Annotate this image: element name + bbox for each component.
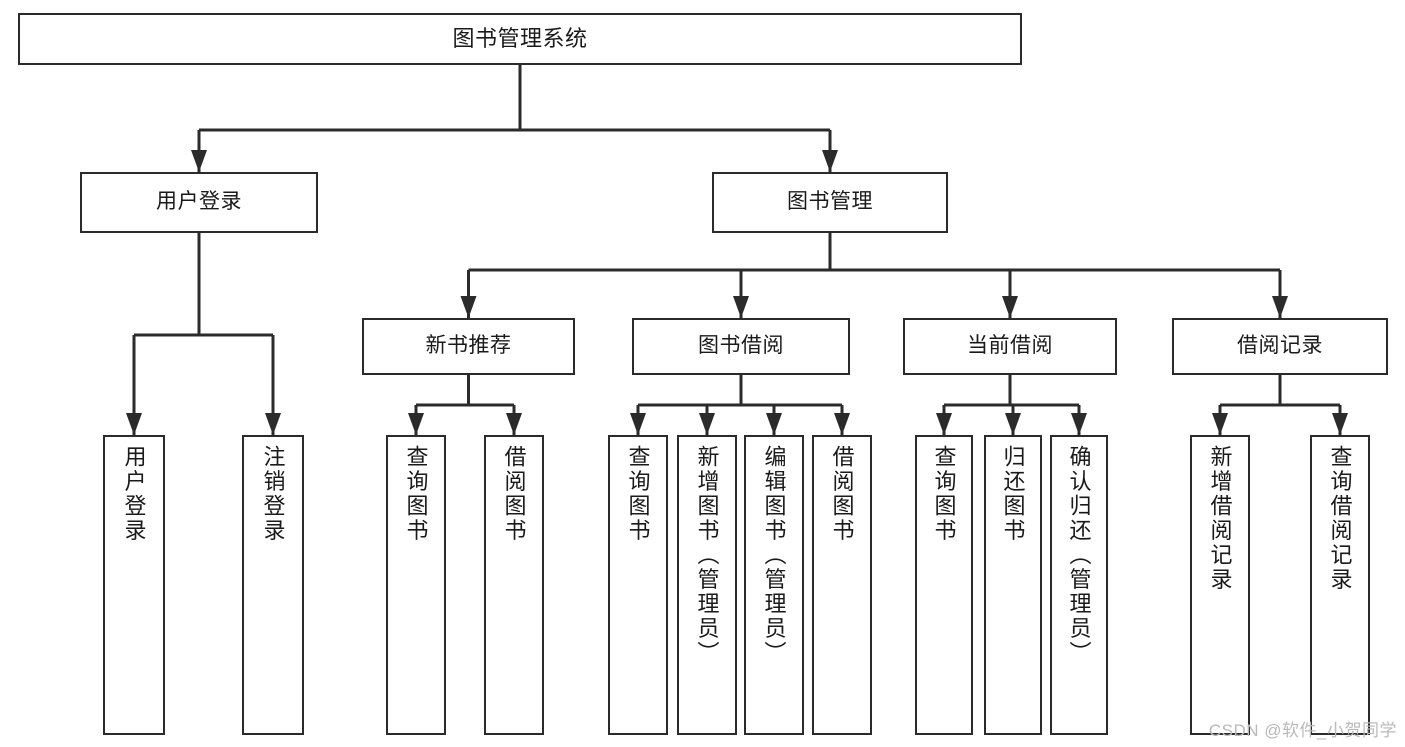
arrowhead-leaf-bb-add bbox=[699, 413, 715, 435]
node-leaf-user-logout[interactable]: 注销登录 bbox=[242, 435, 304, 735]
node-current-borrow[interactable]: 当前借阅 bbox=[903, 318, 1117, 375]
arrowhead-new-book-rec bbox=[460, 296, 477, 318]
node-leaf-rec-borrow[interactable]: 借阅图书 bbox=[484, 435, 544, 735]
node-book-manage[interactable]: 图书管理 bbox=[712, 172, 948, 233]
arrowhead-leaf-bb-query bbox=[630, 413, 646, 435]
node-new-book-rec[interactable]: 新书推荐 bbox=[362, 318, 575, 375]
node-label: 注销登录 bbox=[260, 445, 286, 543]
arrowhead-borrow-record bbox=[1272, 296, 1288, 318]
arrowhead-leaf-user-login bbox=[126, 413, 142, 435]
node-user-login[interactable]: 用户登录 bbox=[80, 172, 318, 233]
arrowhead-book-borrow bbox=[733, 296, 749, 318]
arrowhead-leaf-bb-borrow bbox=[834, 413, 850, 435]
arrowhead-current-borrow bbox=[1002, 296, 1018, 318]
arrowhead-leaf-rec-borrow bbox=[506, 413, 522, 435]
node-label: 用户登录 bbox=[121, 445, 147, 543]
node-label: 新增借阅记录 bbox=[1207, 445, 1233, 592]
arrowhead-user-login bbox=[191, 150, 207, 172]
node-leaf-rec-query[interactable]: 查询图书 bbox=[386, 435, 446, 735]
node-label: 借阅图书 bbox=[501, 445, 527, 543]
node-leaf-bb-borrow[interactable]: 借阅图书 bbox=[812, 435, 872, 735]
node-label: 借阅记录 bbox=[1237, 334, 1323, 358]
node-book-borrow[interactable]: 图书借阅 bbox=[632, 318, 850, 375]
node-label: 借阅图书 bbox=[829, 445, 855, 543]
arrowhead-leaf-cb-query bbox=[936, 413, 952, 435]
arrowhead-leaf-cb-confirm bbox=[1071, 413, 1087, 435]
node-label: 当前借阅 bbox=[967, 334, 1053, 358]
node-label: 图书借阅 bbox=[698, 334, 784, 358]
node-label: 新书推荐 bbox=[425, 334, 512, 358]
node-root[interactable]: 图书管理系统 bbox=[18, 13, 1022, 65]
node-leaf-bb-edit[interactable]: 编辑图书（管理员） bbox=[744, 435, 804, 735]
node-label: 用户登录 bbox=[156, 190, 242, 214]
node-label: 查询借阅记录 bbox=[1327, 445, 1353, 592]
arrowhead-book-manage bbox=[822, 150, 838, 172]
arrowhead-leaf-br-add bbox=[1212, 413, 1228, 435]
node-leaf-bb-query[interactable]: 查询图书 bbox=[608, 435, 668, 735]
node-leaf-cb-return[interactable]: 归还图书 bbox=[984, 435, 1042, 735]
node-label: 编辑图书（管理员） bbox=[761, 445, 787, 666]
arrowhead-leaf-user-logout bbox=[265, 413, 281, 435]
node-label: 查询图书 bbox=[403, 445, 429, 543]
node-label: 查询图书 bbox=[625, 445, 651, 543]
node-leaf-cb-query[interactable]: 查询图书 bbox=[915, 435, 973, 735]
node-borrow-record[interactable]: 借阅记录 bbox=[1172, 318, 1388, 375]
node-label: 归还图书 bbox=[1000, 445, 1026, 543]
node-label: 图书管理 bbox=[787, 190, 873, 214]
arrowhead-leaf-rec-query bbox=[408, 413, 424, 435]
node-label: 图书管理系统 bbox=[452, 26, 588, 52]
node-leaf-bb-add[interactable]: 新增图书（管理员） bbox=[677, 435, 737, 735]
node-label: 确认归还（管理员） bbox=[1066, 445, 1092, 666]
node-leaf-user-login[interactable]: 用户登录 bbox=[103, 435, 165, 735]
node-label: 查询图书 bbox=[931, 445, 957, 543]
node-label: 新增图书（管理员） bbox=[694, 445, 720, 666]
arrowhead-leaf-cb-return bbox=[1005, 413, 1021, 435]
arrowhead-leaf-br-query bbox=[1332, 413, 1348, 435]
node-leaf-cb-confirm[interactable]: 确认归还（管理员） bbox=[1050, 435, 1108, 735]
arrowhead-leaf-bb-edit bbox=[766, 413, 782, 435]
node-leaf-br-query[interactable]: 查询借阅记录 bbox=[1310, 435, 1370, 735]
node-leaf-br-add[interactable]: 新增借阅记录 bbox=[1190, 435, 1250, 735]
